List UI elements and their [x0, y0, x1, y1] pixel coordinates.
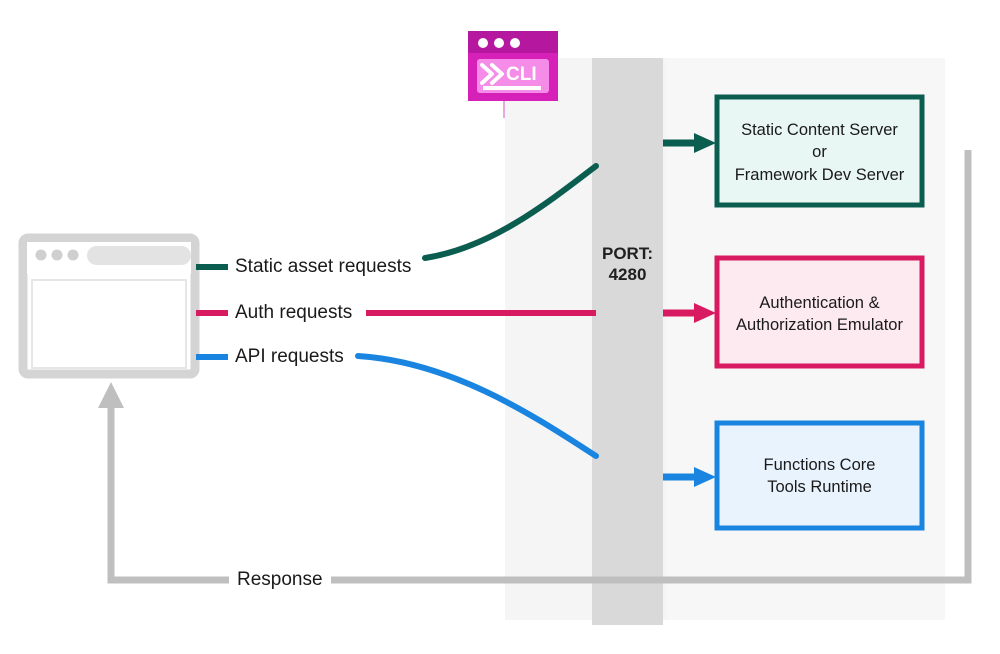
flow-label-auth-requests: Auth requests — [229, 302, 359, 324]
service-box-functions-runtime[interactable] — [714, 420, 925, 531]
swa-cli-icon[interactable]: CLI — [468, 31, 558, 118]
browser-dot — [35, 249, 47, 261]
browser-dot — [51, 249, 63, 261]
cli-dot — [510, 38, 520, 48]
browser-address-bar[interactable] — [87, 246, 191, 265]
browser-dot — [67, 249, 79, 261]
browser-window — [18, 233, 200, 379]
cli-dot — [478, 38, 488, 48]
cli-dot — [494, 38, 504, 48]
flow-label-api-requests: API requests — [229, 346, 350, 368]
cli-prompt-icon — [480, 63, 504, 85]
service-box-static-content-server[interactable] — [714, 94, 925, 208]
port-label: PORT: 4280 — [602, 244, 653, 285]
response-label: Response — [229, 569, 331, 591]
cli-text-glyph: CLI — [506, 64, 537, 85]
port-bar — [592, 58, 663, 625]
flow-api-requests — [196, 353, 716, 487]
service-box-auth-emulator[interactable] — [714, 255, 925, 369]
flow-static-asset-requests — [196, 133, 716, 270]
flow-auth-requests — [196, 303, 716, 323]
flow-label-static-asset-requests: Static asset requests — [229, 256, 418, 278]
browser-viewport — [31, 279, 187, 369]
response-path — [98, 150, 972, 584]
